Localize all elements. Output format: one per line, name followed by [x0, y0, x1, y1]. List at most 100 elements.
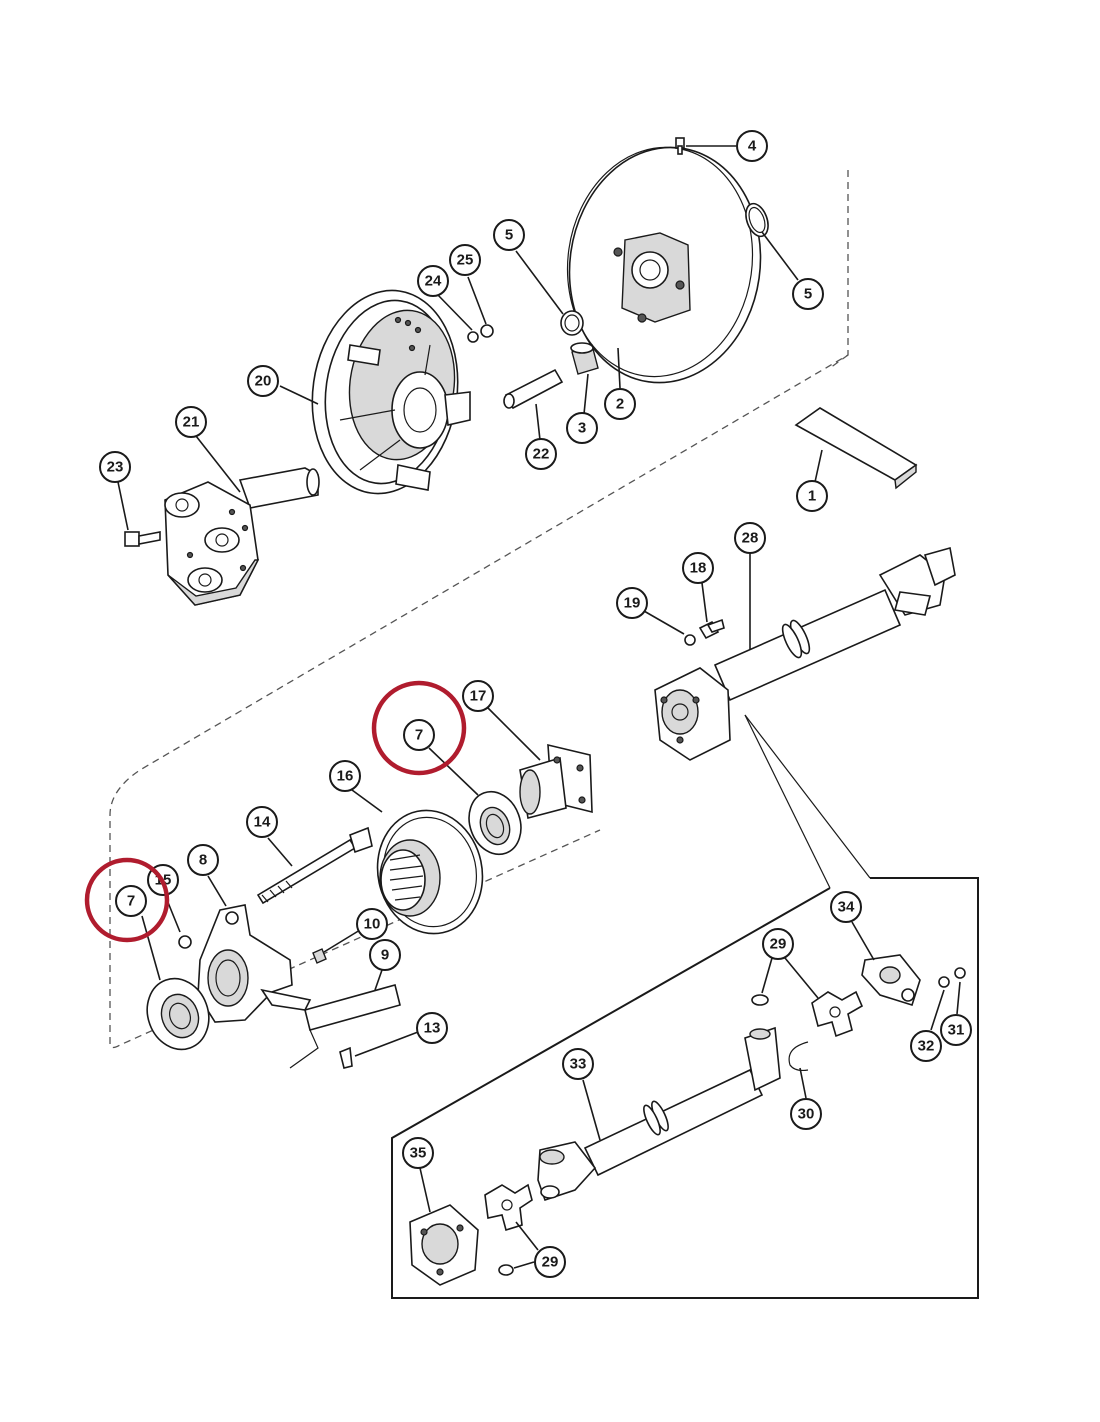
callout-label: 1: [808, 488, 816, 505]
callout-1: 1: [796, 480, 828, 512]
callout-16: 16: [329, 760, 361, 792]
callout-21: 21: [175, 406, 207, 438]
retainer-part-30: [788, 1041, 809, 1072]
callout-18: 18: [682, 552, 714, 584]
callout-4: 4: [736, 130, 768, 162]
callout-label: 13: [424, 1020, 441, 1037]
callout-29-upper: 29: [762, 928, 794, 960]
callout-label: 25: [457, 252, 474, 269]
callout-label: 4: [748, 138, 757, 155]
nut-part-19: [684, 634, 696, 646]
callout-label: 30: [798, 1106, 815, 1123]
callout-label: 2: [616, 396, 624, 413]
callout-label: 9: [381, 947, 389, 964]
callout-label: 35: [410, 1145, 427, 1162]
shaft-part-33: [537, 1026, 781, 1202]
callout-19: 19: [616, 587, 648, 619]
callout-label: 7: [415, 727, 423, 744]
callout-label: 29: [770, 936, 787, 953]
callout-5-left: 5: [493, 219, 525, 251]
callout-label: 5: [505, 227, 513, 244]
disc-part-2: [566, 146, 762, 384]
callout-label: 7: [127, 893, 135, 910]
clip-part-29-lower: [498, 1264, 514, 1276]
callout-label: 16: [337, 768, 354, 785]
bushing-part-3: [570, 342, 599, 375]
callout-label: 3: [578, 420, 586, 437]
inset-connector-line-a: [744, 714, 831, 889]
callout-label: 22: [533, 446, 550, 463]
plate-part-9: [289, 984, 401, 1069]
callout-label: 17: [470, 688, 487, 705]
callout-label: 28: [742, 530, 759, 547]
cross-part-29-upper: [811, 990, 864, 1038]
callout-23: 23: [99, 451, 131, 483]
long-bolt-part-14: [256, 826, 373, 905]
snap-ring-part-5-left: [560, 310, 584, 336]
assembly-boundary-dashed-right: [829, 354, 849, 369]
snap-ring-part-5-right: [745, 202, 769, 238]
callout-label: 19: [624, 595, 641, 612]
callout-34: 34: [830, 891, 862, 923]
callout-29-lower: 29: [534, 1246, 566, 1278]
callout-35: 35: [402, 1137, 434, 1169]
callout-2: 2: [604, 388, 636, 420]
pin-part-22: [503, 368, 564, 410]
callout-14: 14: [246, 806, 278, 838]
bolt-part-18: [698, 618, 725, 640]
callout-label: 29: [542, 1254, 559, 1271]
screw-part-4: [675, 137, 685, 155]
nut-part-15: [178, 935, 192, 949]
flange-part-17: [519, 743, 593, 819]
inset-detail-box: [391, 877, 979, 1299]
nut-part-32: [938, 976, 950, 988]
yoke-part-34: [861, 954, 921, 1007]
callout-20: 20: [247, 365, 279, 397]
seal-part-7-upper: [468, 790, 522, 856]
callout-label: 34: [838, 899, 855, 916]
callout-32: 32: [910, 1030, 942, 1062]
callout-31: 31: [940, 1014, 972, 1046]
callout-label: 33: [570, 1056, 587, 1073]
callout-label: 14: [254, 814, 271, 831]
callout-5-right: 5: [792, 278, 824, 310]
flange-part-35: [409, 1204, 479, 1286]
seal-part-7-lower: [146, 977, 210, 1051]
driveshaft-part-28: [654, 546, 956, 761]
inset-connector-line-b: [744, 714, 871, 879]
assembly-boundary-dashed: [109, 170, 849, 1049]
wheel-part-20: [311, 289, 471, 495]
callout-label: 32: [918, 1038, 935, 1055]
callout-13: 13: [416, 1012, 448, 1044]
callout-8: 8: [187, 844, 219, 876]
highlight-ring-7-upper: [371, 680, 467, 776]
bracket-part-8: [197, 904, 312, 1023]
bolt-part-23: [124, 531, 161, 547]
callout-label: 18: [690, 560, 707, 577]
clip-part-29-upper: [751, 994, 769, 1006]
hub-part-21: [164, 467, 320, 606]
setscrew-part-10: [312, 948, 327, 964]
leader-lines: [117, 145, 961, 1269]
callout-33: 33: [562, 1048, 594, 1080]
callout-label: 23: [107, 459, 124, 476]
callout-label: 21: [183, 414, 200, 431]
callout-label: 24: [425, 273, 442, 290]
highlight-ring-7-lower: [84, 857, 170, 943]
callout-label: 8: [199, 852, 207, 869]
key-part-1: [794, 407, 918, 490]
sprocket-part-16: [376, 809, 484, 935]
washer-part-24: [467, 331, 479, 343]
callout-7-upper: 7: [403, 719, 435, 751]
cross-part-29-lower: [484, 1183, 533, 1232]
callout-25: 25: [449, 244, 481, 276]
nut-part-25: [480, 324, 494, 338]
callout-22: 22: [525, 438, 557, 470]
callout-label: 5: [804, 286, 812, 303]
callout-label: 20: [255, 373, 272, 390]
nut-part-31: [954, 967, 966, 979]
callout-label: 10: [364, 916, 381, 933]
callout-17: 17: [462, 680, 494, 712]
